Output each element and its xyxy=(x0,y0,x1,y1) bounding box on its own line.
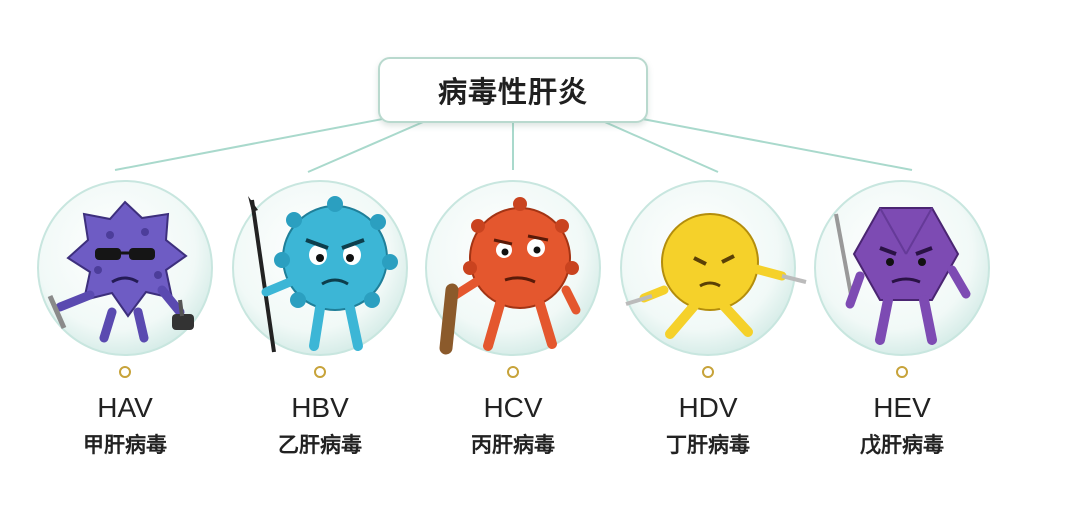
virus-name-hbv: 乙肝病毒 xyxy=(278,433,362,457)
virus-code-hav: HAV xyxy=(97,392,153,423)
virus-name-hcv: 丙肝病毒 xyxy=(471,433,555,457)
marker-hav xyxy=(119,366,131,378)
virus-name-hdv: 丁肝病毒 xyxy=(666,433,750,457)
hev-virus-icon xyxy=(834,207,971,345)
diagram-title: 病毒性肝炎 xyxy=(378,57,648,123)
virus-code-hcv: HCV xyxy=(483,392,543,423)
hdv-virus-icon xyxy=(625,213,807,339)
hdv-bubble xyxy=(620,180,807,356)
connector-hav xyxy=(114,116,394,171)
connector-hbv xyxy=(307,118,431,173)
connector-hev xyxy=(631,116,913,171)
hav-bubble xyxy=(37,180,213,356)
virus-code-hbv: HBV xyxy=(291,392,349,423)
markers xyxy=(119,366,908,378)
hbv-bubble xyxy=(232,180,408,356)
virus-name-hev: 戊肝病毒 xyxy=(860,433,944,457)
marker-hev xyxy=(896,366,908,378)
virus-code-hev: HEV xyxy=(873,392,931,423)
hbv-virus-icon xyxy=(248,196,398,353)
marker-hcv xyxy=(507,366,519,378)
hcv-bubble xyxy=(425,180,601,356)
virus-name-hav: 甲肝病毒 xyxy=(83,433,167,457)
hav-virus-icon xyxy=(47,200,194,343)
marker-hdv xyxy=(702,366,714,378)
connector-hdv xyxy=(597,118,719,173)
virus-code-hdv: HDV xyxy=(678,392,738,423)
hcv-virus-icon xyxy=(439,197,581,355)
connectors xyxy=(114,116,913,173)
marker-hbv xyxy=(314,366,326,378)
hev-bubble xyxy=(814,180,990,356)
